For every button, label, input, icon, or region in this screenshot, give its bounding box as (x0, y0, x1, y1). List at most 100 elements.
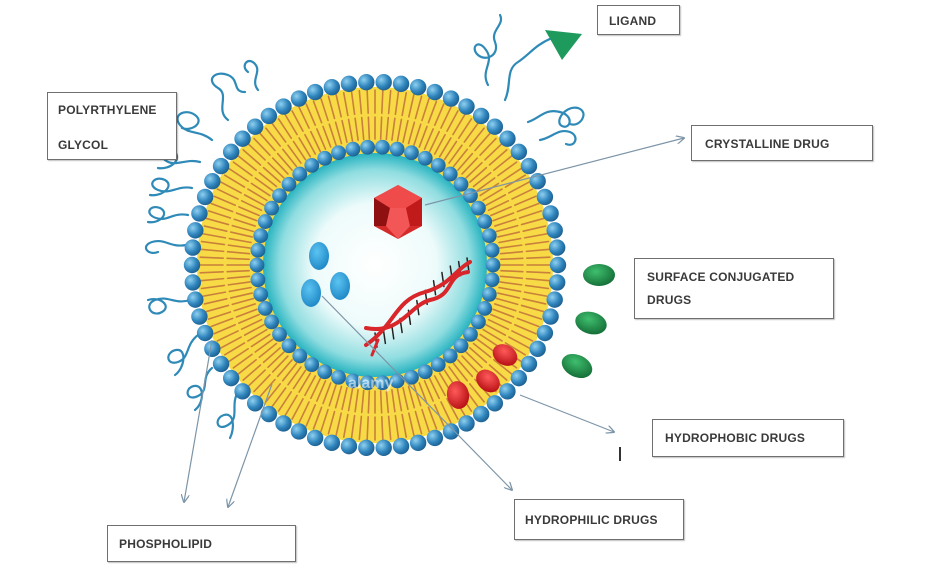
phospholipid-head (360, 375, 375, 391)
label-ligand: LIGAND (597, 5, 680, 35)
lipid-tail (235, 212, 258, 222)
lipid-tail (284, 394, 298, 417)
phospholipid-head (204, 340, 221, 358)
phospholipid-head (234, 383, 251, 400)
lipid-tail (253, 374, 271, 393)
surface-drug (561, 353, 593, 379)
lipid-tail (347, 118, 354, 142)
lipid-tail (227, 281, 251, 286)
phospholipid-head (222, 143, 240, 161)
phospholipid-head (183, 256, 201, 274)
lipid-tail (457, 118, 473, 139)
leader-hydrophobic (519, 394, 614, 432)
phospholipid-head (510, 143, 528, 161)
phospholipid-head (317, 150, 333, 166)
surface-drug (575, 311, 607, 335)
phospholipid-head (392, 75, 410, 93)
lipid-tail (216, 188, 239, 200)
lipid-tail (213, 323, 237, 335)
peg-chain (176, 111, 214, 142)
lipid-tail (407, 385, 416, 409)
phospholipid-head (404, 145, 419, 161)
phospholipid-head (246, 395, 264, 412)
lipid-tail (446, 398, 459, 420)
lipid-tail (271, 157, 289, 175)
lipid-tail (465, 351, 483, 369)
phospholipid-head (290, 90, 308, 107)
lipid-tail (391, 389, 396, 413)
phospholipid-head (426, 83, 444, 101)
lipid-tail (484, 143, 503, 161)
lipid-tail (476, 177, 496, 192)
lipid-tail (508, 181, 530, 194)
phospholipid-head (463, 326, 478, 342)
leader-phospholipid-1 (184, 339, 213, 502)
phospholipid-head (536, 188, 554, 206)
phospholipid-head (184, 239, 202, 256)
lipid-tail (298, 401, 310, 424)
lipid-tail (277, 391, 293, 412)
lipid-tail (342, 92, 349, 117)
lipid-tail (242, 364, 262, 381)
lipid-tail (350, 90, 356, 116)
lipid-tail (199, 277, 225, 282)
phospholipid-head (331, 145, 346, 161)
phospholipid-head (477, 214, 493, 229)
label-hydrophobic-text: HYDROPHOBIC DRUGS (665, 431, 806, 445)
lipid-tail (231, 297, 255, 306)
lipid-tail (240, 318, 263, 331)
lipid-tail (385, 389, 390, 414)
phospholipid-head (253, 286, 269, 302)
lipid-tail (220, 181, 242, 194)
phospholipid-head (281, 338, 297, 354)
phospholipid-head (249, 257, 265, 273)
phospholipid-head (542, 205, 559, 222)
lipid-tail (487, 318, 510, 331)
lipid-tail (421, 408, 430, 433)
lipid-tail (493, 155, 513, 172)
phospholipid-head (196, 188, 214, 206)
lipid-tail (452, 148, 469, 168)
phospholipid-head (442, 166, 458, 182)
peg-chain (148, 177, 194, 197)
lipid-tail (463, 122, 479, 143)
phospholipid-head (542, 308, 559, 325)
lipid-tail (203, 225, 228, 232)
lipid-tail (448, 144, 463, 164)
lipid-tail (235, 308, 258, 318)
lipid-tail (427, 406, 438, 430)
phospholipid-head (260, 107, 278, 125)
lipid-tail (490, 206, 512, 217)
phospholipid-head (250, 242, 266, 258)
phospholipid-head (253, 228, 269, 244)
lipid-tail (335, 93, 342, 118)
lipid-tail (259, 378, 276, 398)
phospholipid-head (375, 139, 390, 155)
lipid-tail (414, 410, 423, 435)
lipid-tail (228, 286, 252, 293)
hydrophobic-drugs (446, 344, 518, 409)
peg-chain (146, 206, 190, 224)
lipid-tail (254, 338, 274, 353)
lipid-tail (394, 414, 400, 440)
lipid-tail (418, 125, 428, 148)
lipid-tail (394, 90, 400, 116)
lipid-tail (360, 389, 365, 414)
lipid-tail (298, 137, 312, 158)
lipid-tail (499, 250, 524, 255)
lipid-tail (205, 304, 230, 313)
lipid-tail (358, 89, 363, 115)
lipid-tail (407, 121, 416, 145)
lipid-tail (402, 119, 409, 143)
lipid-tail (250, 182, 271, 197)
phospholipid-head (345, 373, 361, 389)
lipid-tail (366, 416, 369, 441)
lipid-tail (309, 377, 322, 400)
lipid-tail (253, 137, 271, 156)
phospholipid-head (486, 395, 504, 412)
label-peg-line1: POLYRTHYLENE (58, 103, 157, 117)
peg-chain (146, 297, 192, 315)
lipid-tail (243, 323, 265, 336)
lipid-tail (316, 380, 327, 402)
